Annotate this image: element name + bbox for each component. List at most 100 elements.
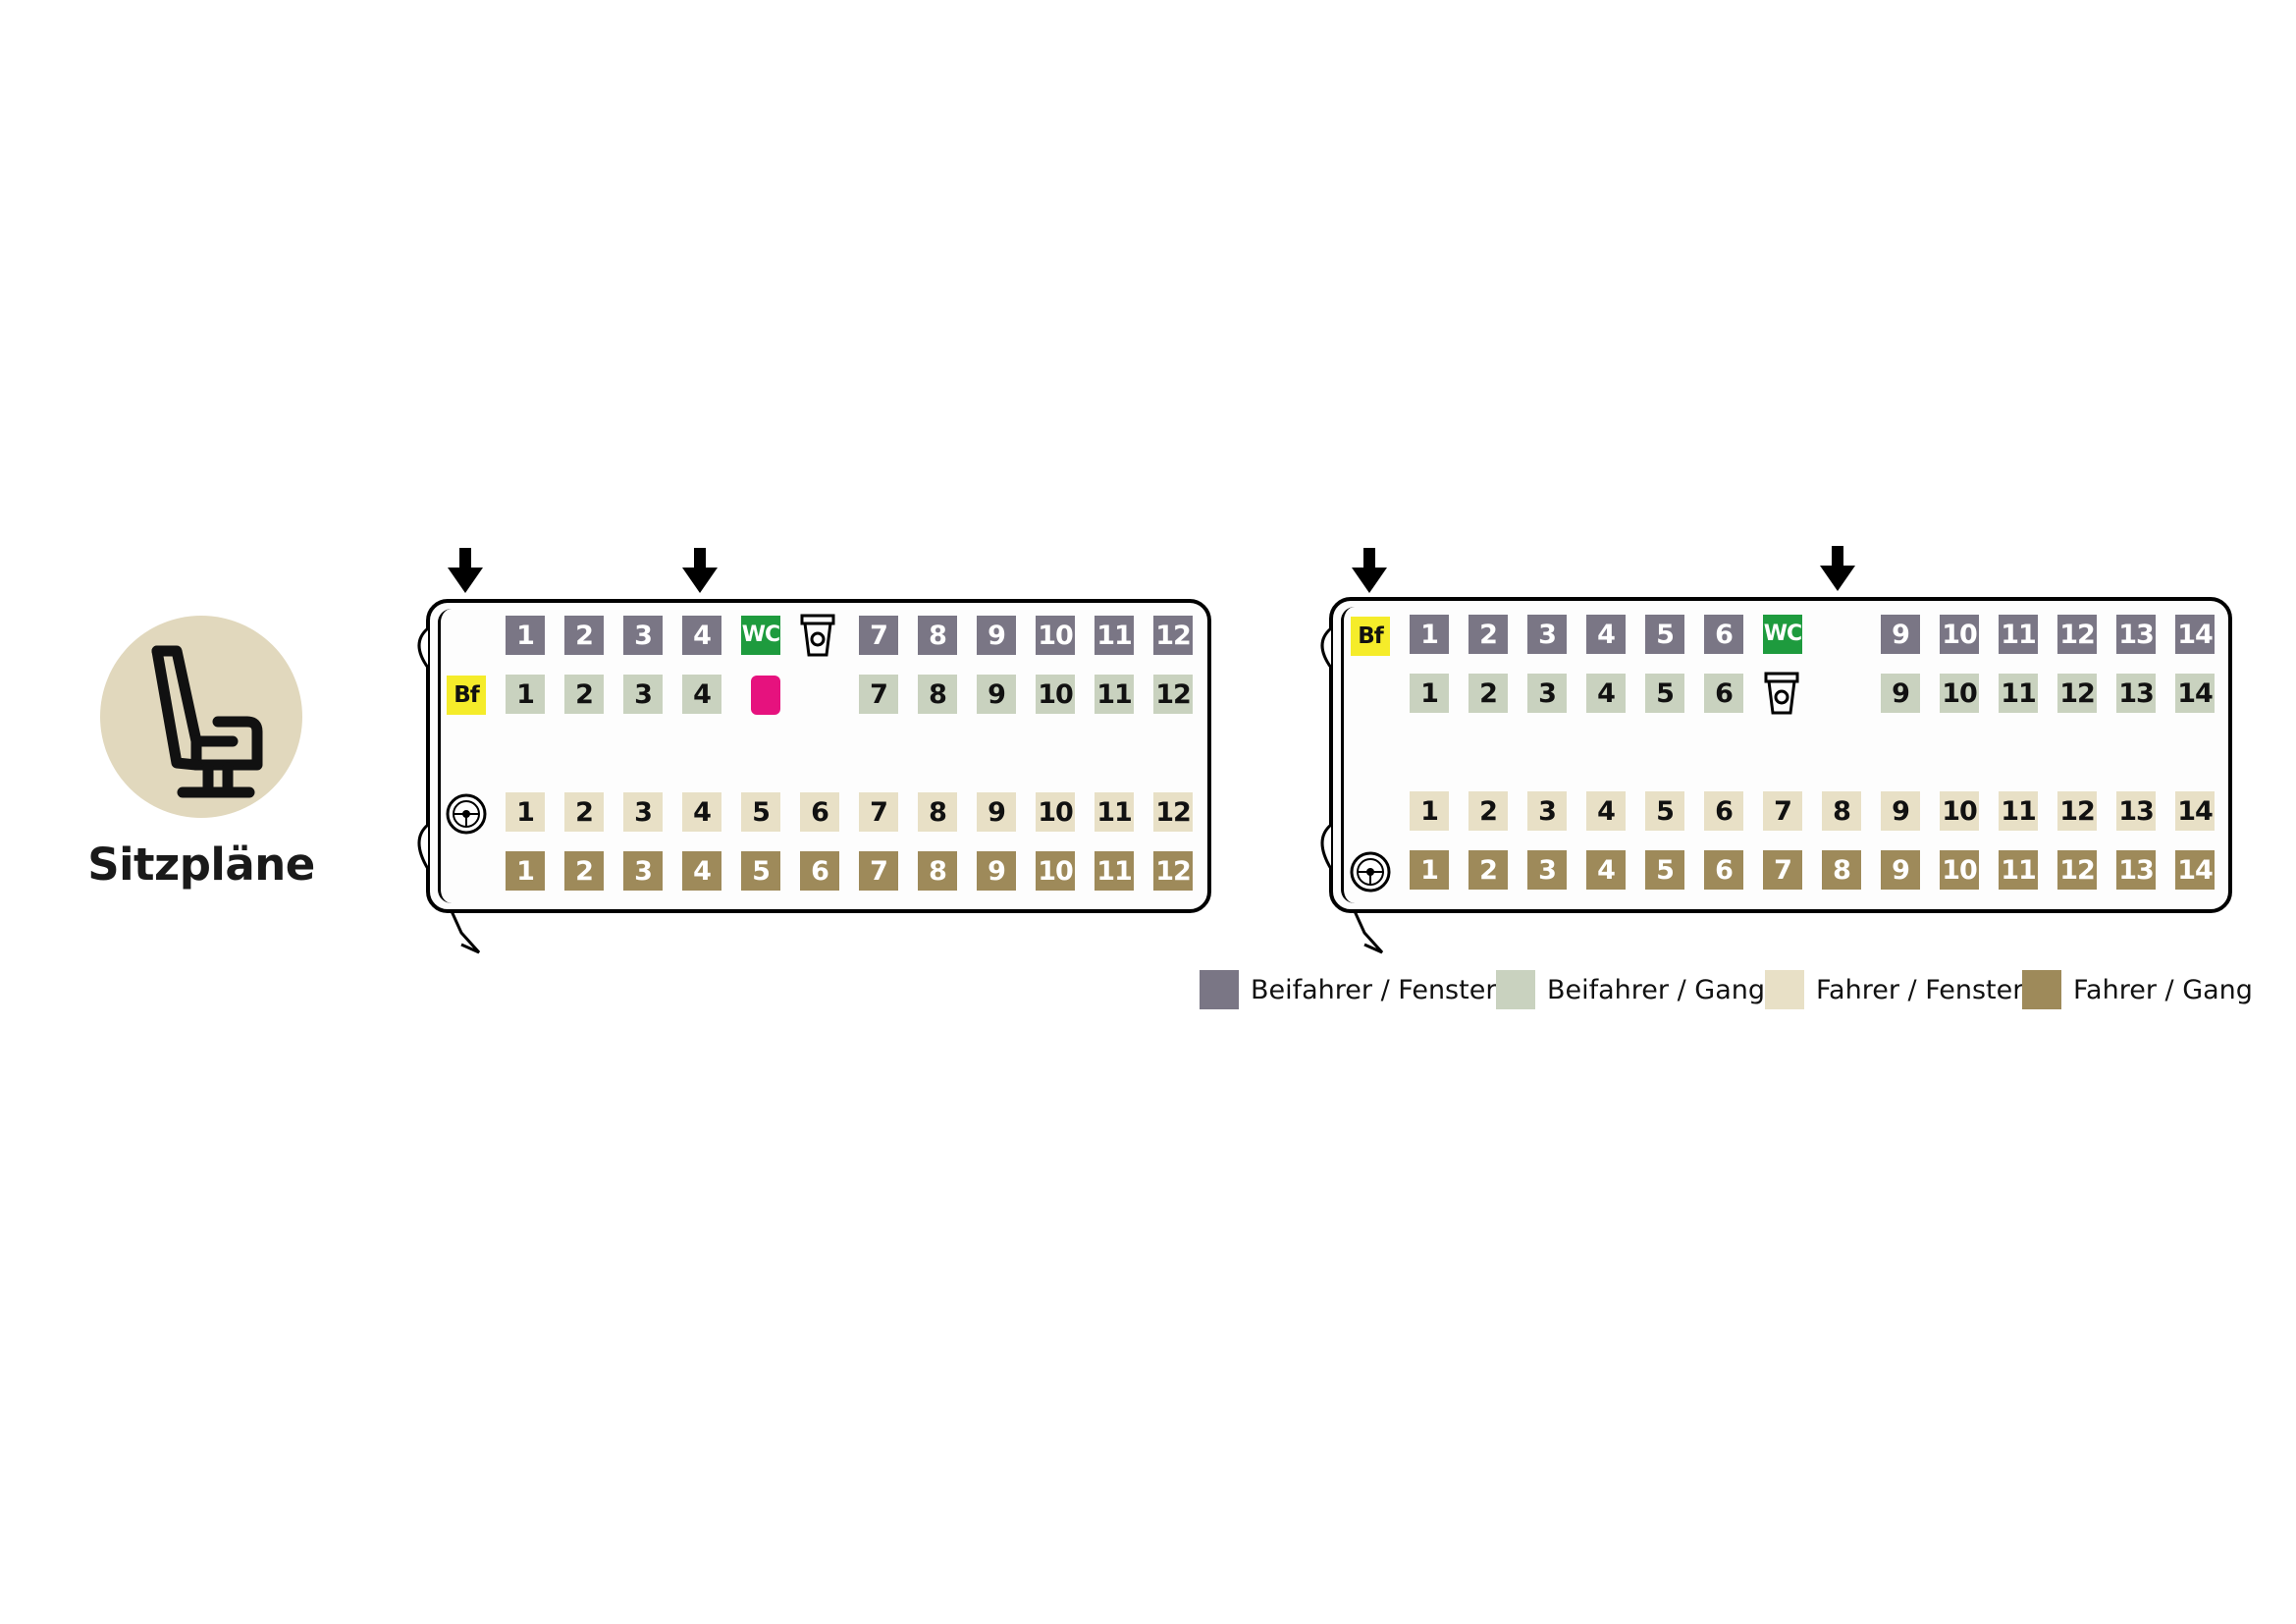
seat-beifahrer-gang: 4 xyxy=(682,675,721,714)
seat-fahrer-fenster: 14 xyxy=(2175,791,2215,831)
seat-fahrer-gang: 14 xyxy=(2175,850,2215,890)
seat-beifahrer-gang: 3 xyxy=(1527,674,1567,713)
seat-fahrer-gang: 10 xyxy=(1036,851,1075,891)
seat-fahrer-gang: 6 xyxy=(800,851,839,891)
seat-fahrer-gang: 8 xyxy=(1822,850,1861,890)
legend-swatch xyxy=(1200,970,1239,1009)
seat-beifahrer-fenster: 10 xyxy=(1940,615,1979,654)
seat-fahrer-gang: 5 xyxy=(741,851,780,891)
seat-fahrer-fenster: 5 xyxy=(1645,791,1684,831)
seat-fahrer-gang: 4 xyxy=(1586,850,1626,890)
seat-beifahrer-gang: 7 xyxy=(859,675,898,714)
steering-wheel-icon xyxy=(446,793,487,835)
seat-fahrer-fenster: 11 xyxy=(1095,792,1134,832)
seat-fahrer-fenster: 10 xyxy=(1940,791,1979,831)
page-title: Sitzpläne xyxy=(87,839,315,891)
seat-beifahrer-gang: 9 xyxy=(977,675,1016,714)
seat-beifahrer-fenster: 9 xyxy=(1881,615,1920,654)
steering-wheel-icon xyxy=(1350,851,1391,893)
seat-beifahrer-gang: 14 xyxy=(2175,674,2215,713)
seat-beifahrer-fenster: 1 xyxy=(506,616,545,655)
mirror-left-top xyxy=(417,626,430,669)
seat-fahrer-gang: 1 xyxy=(1410,850,1449,890)
seat-beifahrer-fenster: 3 xyxy=(1527,615,1567,654)
seat-fahrer-gang: 4 xyxy=(682,851,721,891)
seat-fahrer-gang: 10 xyxy=(1940,850,1979,890)
seat-fahrer-gang: 11 xyxy=(1095,851,1134,891)
seat-fahrer-gang: 8 xyxy=(918,851,957,891)
seat-icon-badge xyxy=(100,616,302,818)
seat-fahrer-fenster: 9 xyxy=(977,792,1016,832)
seat-icon xyxy=(151,645,263,798)
seat-beifahrer-fenster: 11 xyxy=(1095,616,1134,655)
seat-beifahrer-fenster: 8 xyxy=(918,616,957,655)
seat-fahrer-fenster: 11 xyxy=(1999,791,2038,831)
seat-beifahrer-gang: 1 xyxy=(1410,674,1449,713)
legend-item-beifahrer-gang: Beifahrer / Gang xyxy=(1496,970,1765,1009)
legend-label: Fahrer / Gang xyxy=(2073,974,2253,1005)
seat-beifahrer-gang: 3 xyxy=(623,675,663,714)
seat-fahrer-fenster: 7 xyxy=(1763,791,1802,831)
seat-fahrer-gang: 1 xyxy=(506,851,545,891)
seat-fahrer-fenster: 6 xyxy=(1704,791,1743,831)
seat-beifahrer-gang: 5 xyxy=(1645,674,1684,713)
seat-beifahrer-fenster: 4 xyxy=(1586,615,1626,654)
seat-beifahrer-gang: 1 xyxy=(506,675,545,714)
seat-beifahrer-fenster: 11 xyxy=(1999,615,2038,654)
seat-fahrer-gang: 7 xyxy=(1763,850,1802,890)
bus-front xyxy=(1341,607,1373,903)
seat-beifahrer-fenster: 14 xyxy=(2175,615,2215,654)
seat-beifahrer-gang: 4 xyxy=(1586,674,1626,713)
seat-beifahrer-fenster: 3 xyxy=(623,616,663,655)
seat-fahrer-gang: 2 xyxy=(1468,850,1508,890)
seat-fahrer-fenster: 4 xyxy=(1586,791,1626,831)
seat-beifahrer-gang: 10 xyxy=(1940,674,1979,713)
seat-fahrer-fenster: 2 xyxy=(1468,791,1508,831)
beifahrer-marker: Bf xyxy=(1351,617,1390,656)
seat-beifahrer-gang: 11 xyxy=(1095,675,1134,714)
seat-fahrer-gang: 9 xyxy=(1881,850,1920,890)
seat-beifahrer-fenster: 6 xyxy=(1704,615,1743,654)
legend-swatch xyxy=(2022,970,2061,1009)
seat-beifahrer-fenster: 7 xyxy=(859,616,898,655)
beifahrer-marker: Bf xyxy=(447,676,486,715)
seat-beifahrer-fenster: 12 xyxy=(1153,616,1193,655)
seat-fahrer-gang: 3 xyxy=(1527,850,1567,890)
seat-beifahrer-gang: 11 xyxy=(1999,674,2038,713)
legend-label: Beifahrer / Gang xyxy=(1547,974,1765,1005)
door-flap xyxy=(1353,910,1384,954)
seat-fahrer-fenster: 6 xyxy=(800,792,839,832)
entry-arrow-icon xyxy=(1820,546,1855,591)
seat-fahrer-fenster: 2 xyxy=(564,792,604,832)
seat-fahrer-fenster: 7 xyxy=(859,792,898,832)
seat-beifahrer-fenster: 4 xyxy=(682,616,721,655)
seat-fahrer-fenster: 9 xyxy=(1881,791,1920,831)
coffee-cup-icon xyxy=(800,614,835,657)
seat-beifahrer-gang: 2 xyxy=(564,675,604,714)
legend-item-beifahrer-fenster: Beifahrer / Fenster xyxy=(1200,970,1496,1009)
bus-front xyxy=(438,609,470,903)
seat-beifahrer-gang: 9 xyxy=(1881,674,1920,713)
seat-fahrer-fenster: 13 xyxy=(2116,791,2156,831)
legend-swatch xyxy=(1496,970,1535,1009)
seat-fahrer-gang: 5 xyxy=(1645,850,1684,890)
seat-fahrer-gang: 2 xyxy=(564,851,604,891)
seat-beifahrer-gang: 12 xyxy=(1153,675,1193,714)
seat-fahrer-gang: 11 xyxy=(1999,850,2038,890)
coffee-cup-icon xyxy=(1764,672,1799,715)
entry-arrow-icon xyxy=(1352,548,1387,593)
seat-fahrer-fenster: 8 xyxy=(918,792,957,832)
seat-beifahrer-fenster: 9 xyxy=(977,616,1016,655)
entry-arrow-icon xyxy=(682,548,718,593)
mirror-left-bottom xyxy=(417,823,430,870)
seat-beifahrer-fenster: 5 xyxy=(1645,615,1684,654)
legend-item-fahrer-gang: Fahrer / Gang xyxy=(2022,970,2253,1009)
seat-fahrer-fenster: 8 xyxy=(1822,791,1861,831)
seat-fahrer-gang: 7 xyxy=(859,851,898,891)
special-seat xyxy=(751,676,780,715)
seat-beifahrer-fenster: 13 xyxy=(2116,615,2156,654)
seat-beifahrer-fenster: 2 xyxy=(1468,615,1508,654)
seat-beifahrer-gang: 2 xyxy=(1468,674,1508,713)
seat-fahrer-gang: 3 xyxy=(623,851,663,891)
seat-beifahrer-gang: 6 xyxy=(1704,674,1743,713)
